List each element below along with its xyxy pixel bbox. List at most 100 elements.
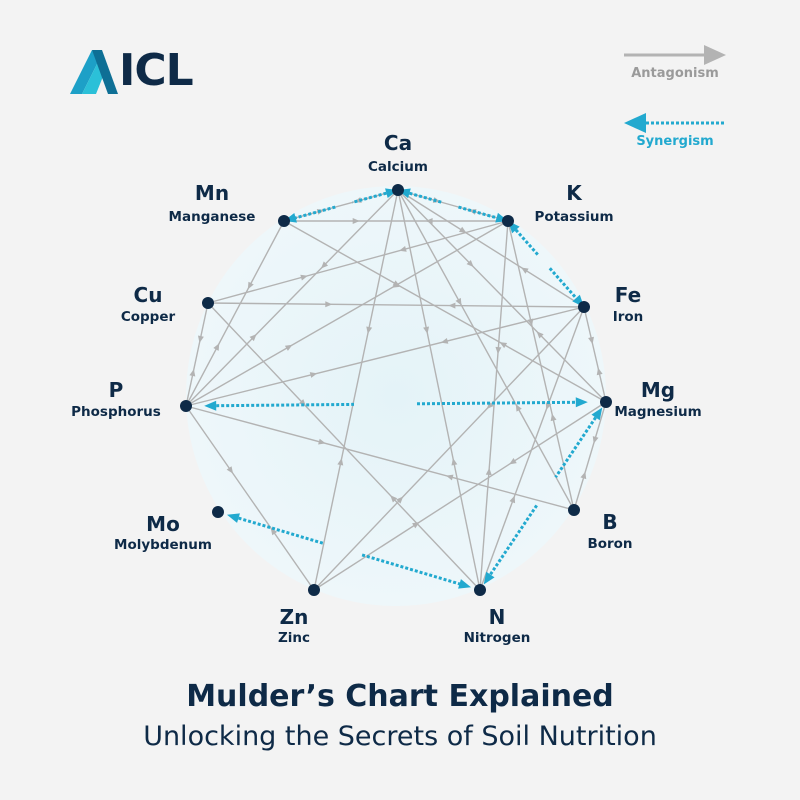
antagonism-arrowhead xyxy=(213,343,220,351)
antagonism-arrowhead xyxy=(448,302,456,309)
synergism-dash xyxy=(548,267,581,303)
element-symbol-mn: Mn xyxy=(195,181,229,205)
antagonism-arrowhead xyxy=(451,458,458,466)
element-symbol-k: K xyxy=(566,181,583,205)
antagonism-arrowhead xyxy=(515,404,522,412)
synergism-link-ca-k xyxy=(397,188,509,223)
antagonism-line-k-n xyxy=(479,220,509,591)
synergism-label: Synergism xyxy=(636,134,714,149)
antagonism-arrowhead xyxy=(521,267,529,274)
antagonism-line-fe-cu xyxy=(207,302,585,308)
antagonism-arrowhead xyxy=(509,458,517,465)
antagonism-arrowhead xyxy=(300,274,308,281)
antagonism-arrowhead xyxy=(247,281,254,290)
legend-antagonism: Antagonism xyxy=(620,44,730,81)
antagonism-arrowhead xyxy=(396,496,404,504)
antagonism-arrowhead xyxy=(509,495,516,504)
antagonism-arrowhead xyxy=(399,246,407,252)
antagonism-arrowhead xyxy=(550,413,557,422)
element-name-mg: Magnesium xyxy=(614,404,701,420)
antagonism-arrowhead xyxy=(298,399,306,407)
antagonism-arrowhead xyxy=(592,436,599,444)
synergism-arrowhead xyxy=(575,397,588,408)
page-title: Mulder’s Chart Explained xyxy=(186,679,614,714)
element-symbol-b: B xyxy=(602,510,617,534)
synergism-dash xyxy=(554,412,600,479)
antagonism-line-ca-n xyxy=(397,189,481,591)
antagonism-arrowhead xyxy=(189,369,196,377)
element-name-k: Potassium xyxy=(534,209,613,225)
synergism-dash xyxy=(233,515,324,545)
antagonism-line-mn-mg xyxy=(283,220,607,403)
antagonism-arrowhead xyxy=(309,372,318,378)
antagonism-arrowhead xyxy=(320,261,329,269)
antagonism-arrowhead xyxy=(392,280,401,287)
node-mo xyxy=(212,506,224,518)
antagonism-arrowhead xyxy=(455,297,462,306)
synergism-dash xyxy=(416,400,581,406)
antagonism-arrowhead xyxy=(440,337,449,344)
element-symbol-n: N xyxy=(489,605,506,629)
synergism-dash xyxy=(211,402,355,408)
synergism-dash xyxy=(361,553,465,587)
element-name-ca: Calcium xyxy=(368,159,428,175)
antagonism-arrowhead xyxy=(545,402,552,410)
element-symbol-cu: Cu xyxy=(134,283,163,307)
antagonism-line-ca-zn xyxy=(313,189,399,591)
synergism-dash xyxy=(511,225,540,257)
antagonism-arrowhead xyxy=(596,367,603,376)
antagonism-line-cu-p xyxy=(185,302,209,407)
antagonism-arrowhead xyxy=(458,226,467,234)
node-p xyxy=(180,400,192,412)
antagonism-arrowhead xyxy=(423,326,430,334)
synergism-arrowhead xyxy=(226,513,240,523)
antagonism-arrowhead xyxy=(325,301,333,308)
element-name-mo: Molybdenum xyxy=(114,537,212,553)
antagonism-line-ca-fe xyxy=(397,189,585,308)
antagonism-arrowhead xyxy=(337,458,344,466)
element-name-fe: Iron xyxy=(613,309,644,325)
node-ca xyxy=(392,184,404,196)
antagonism-arrowhead xyxy=(486,401,494,409)
synergism-arrowhead xyxy=(483,571,495,585)
antagonism-arrowhead xyxy=(318,438,326,445)
element-name-zn: Zinc xyxy=(278,630,310,646)
icl-logo-mark-icon xyxy=(70,50,118,94)
synergism-dash xyxy=(290,205,336,221)
caption: Mulder’s Chart Explained Unlocking the S… xyxy=(0,678,800,754)
element-symbol-mo: Mo xyxy=(146,512,180,536)
element-name-n: Nitrogen xyxy=(464,630,531,646)
synergism-arrowhead xyxy=(204,400,217,411)
antagonism-line-cu-n xyxy=(207,302,481,591)
synergism-dash xyxy=(458,205,502,221)
element-name-b: Boron xyxy=(587,536,632,552)
node-cu xyxy=(202,297,214,309)
node-mg xyxy=(600,396,612,408)
antagonism-arrowhead xyxy=(226,466,234,474)
synergism-arrow-icon xyxy=(624,113,726,133)
antagonism-arrowhead xyxy=(352,218,360,224)
element-symbol-mg: Mg xyxy=(641,378,675,402)
antagonism-line-p-b xyxy=(185,405,575,511)
antagonism-arrowhead xyxy=(580,471,587,480)
node-k xyxy=(502,215,514,227)
antagonism-line-fe-p xyxy=(185,306,585,407)
element-labels: CaCalciumKPotassiumFeIronMgMagnesiumBBor… xyxy=(71,131,702,646)
antagonism-arrowhead xyxy=(390,495,398,503)
antagonism-arrowhead xyxy=(425,218,433,224)
element-name-cu: Copper xyxy=(121,309,176,325)
antagonism-line-p-zn xyxy=(185,405,315,591)
antagonism-arrowhead xyxy=(499,342,508,349)
synergism-dash xyxy=(352,190,392,204)
antagonism-arrowhead xyxy=(284,344,293,351)
chart-background-circle xyxy=(186,186,606,606)
element-nodes xyxy=(180,184,612,596)
element-symbol-zn: Zn xyxy=(280,605,309,629)
synergism-arrowhead xyxy=(458,579,472,589)
icl-logo: ICL xyxy=(68,44,198,100)
antagonism-arrowhead xyxy=(536,331,544,339)
antagonism-arrowhead xyxy=(485,467,492,476)
antagonism-line-fe-n xyxy=(479,306,585,591)
synergism-link-mg-n xyxy=(483,407,603,585)
